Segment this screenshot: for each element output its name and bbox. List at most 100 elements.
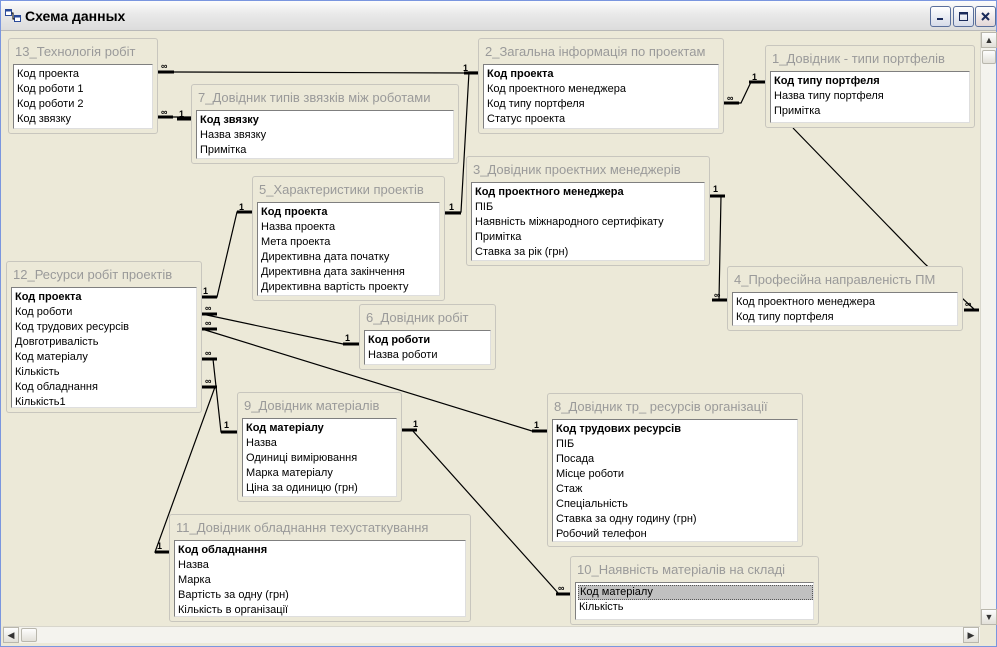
primary-key-field[interactable]: Код роботи	[368, 334, 431, 346]
field-item[interactable]: Кількість в організації	[178, 604, 289, 616]
relationship-line[interactable]	[710, 194, 727, 302]
field-item[interactable]: Довготривалість	[15, 336, 99, 348]
relationship-line[interactable]	[402, 428, 570, 596]
table-title[interactable]: 3_Довідник проектних менеджерів	[473, 162, 681, 177]
relationship-line[interactable]	[201, 327, 547, 433]
vertical-scroll-thumb[interactable]	[982, 50, 996, 64]
table-title[interactable]: 6_Довідник робіт	[366, 310, 469, 325]
field-item[interactable]: Код проектного менеджера	[736, 296, 875, 308]
primary-key-field[interactable]: Код обладнання	[178, 544, 268, 556]
primary-key-field[interactable]: Код проекта	[261, 206, 328, 218]
title-bar[interactable]: Схема данных	[1, 1, 996, 31]
table-title[interactable]: 12_Ресурси робіт проектів	[13, 267, 173, 282]
field-item[interactable]: ПІБ	[556, 438, 575, 450]
scroll-down-button[interactable]: ▼	[981, 609, 997, 625]
primary-key-field[interactable]: Код проекта	[15, 291, 82, 303]
field-item[interactable]: Кількість1	[15, 396, 66, 408]
table-title[interactable]: 1_Довідник - типи портфелів	[772, 51, 945, 66]
relationship-path[interactable]	[202, 211, 252, 298]
field-item[interactable]: Мета проекта	[261, 236, 331, 248]
field-item[interactable]: Спеціальність	[556, 498, 628, 510]
table-title[interactable]: 4_Професійна направленість ПМ	[734, 272, 936, 287]
field-item[interactable]: Кількість	[15, 366, 60, 378]
field-item[interactable]: Примітка	[200, 144, 247, 156]
field-item[interactable]: Вартість за одну (грн)	[178, 589, 289, 601]
field-item[interactable]: Статус проекта	[487, 113, 566, 125]
table-title[interactable]: 11_Довідник обладнання техустаткування	[176, 520, 429, 535]
minimize-button[interactable]	[930, 6, 951, 27]
primary-key-field[interactable]: Код проектного менеджера	[475, 186, 624, 198]
field-item[interactable]: Код проекта	[17, 68, 80, 80]
field-item[interactable]: Марка	[178, 574, 211, 586]
field-item[interactable]: Одиниці вимірювання	[246, 452, 358, 464]
relationship-path[interactable]	[710, 195, 727, 301]
field-item[interactable]: Код обладнання	[15, 381, 98, 393]
relationship-path[interactable]	[202, 358, 237, 433]
scroll-up-button[interactable]: ▲	[981, 32, 997, 48]
field-item[interactable]: Код роботи 2	[17, 98, 84, 110]
relationship-path[interactable]	[158, 71, 479, 74]
field-item[interactable]: Код типу портфеля	[487, 98, 585, 110]
relationship-line[interactable]	[154, 385, 217, 554]
field-item[interactable]: Назва типу портфеля	[774, 90, 884, 102]
close-button[interactable]	[975, 6, 996, 27]
field-item[interactable]: Назва роботи	[368, 349, 438, 361]
vertical-scrollbar[interactable]: ▲ ▼	[980, 32, 997, 625]
field-item[interactable]: Директивна дата початку	[261, 251, 390, 263]
table-title[interactable]: 13_Технологія робіт	[15, 44, 136, 59]
table-title[interactable]: 7_Довідник типів звязків між роботами	[198, 90, 431, 105]
field-item[interactable]: Кількість	[579, 601, 624, 613]
primary-key-field[interactable]: Код матеріалу	[246, 422, 324, 434]
table-title[interactable]: 5_Характеристики проектів	[259, 182, 424, 197]
field-item[interactable]: Ставка за одну годину (грн)	[556, 513, 697, 525]
field-item[interactable]: Наявність міжнародного сертифікату	[475, 216, 664, 228]
relationship-path[interactable]	[201, 313, 359, 345]
field-item[interactable]: Код матеріалу	[578, 585, 813, 600]
field-item[interactable]: Код роботи	[15, 306, 73, 318]
relationship-line[interactable]	[724, 80, 766, 105]
field-item[interactable]: Директивна вартість проекту	[261, 281, 409, 293]
horizontal-scroll-thumb[interactable]	[21, 628, 37, 642]
primary-key-field[interactable]: Код проекта	[487, 68, 554, 80]
field-item[interactable]: ПІБ	[475, 201, 494, 213]
field-item[interactable]: Місце роботи	[556, 468, 625, 480]
relationship-line[interactable]	[202, 357, 237, 434]
field-item[interactable]: Назва звязку	[200, 129, 267, 141]
field-item[interactable]: Примітка	[475, 231, 522, 243]
field-item[interactable]: Код роботи 1	[17, 83, 84, 95]
field-item[interactable]: Ціна за одиницю (грн)	[246, 482, 358, 494]
field-item[interactable]: Примітка	[774, 105, 821, 117]
table-title[interactable]: 9_Довідник матеріалів	[244, 398, 380, 413]
table-t4[interactable]: 4_Професійна направленість ПМ Код проектн…	[727, 266, 963, 331]
field-item[interactable]: Код типу портфеля	[736, 311, 834, 323]
field-item[interactable]: Код проектного менеджера	[487, 83, 626, 95]
horizontal-scrollbar[interactable]: ◀ ▶	[3, 626, 980, 643]
scroll-right-button[interactable]: ▶	[963, 627, 979, 643]
field-item[interactable]: Робочий телефон	[556, 528, 647, 540]
relationship-line[interactable]	[445, 71, 478, 215]
scroll-left-button[interactable]: ◀	[3, 627, 19, 643]
field-item[interactable]: Код звязку	[17, 113, 71, 125]
maximize-button[interactable]	[953, 6, 974, 27]
relationship-line[interactable]	[202, 210, 252, 299]
